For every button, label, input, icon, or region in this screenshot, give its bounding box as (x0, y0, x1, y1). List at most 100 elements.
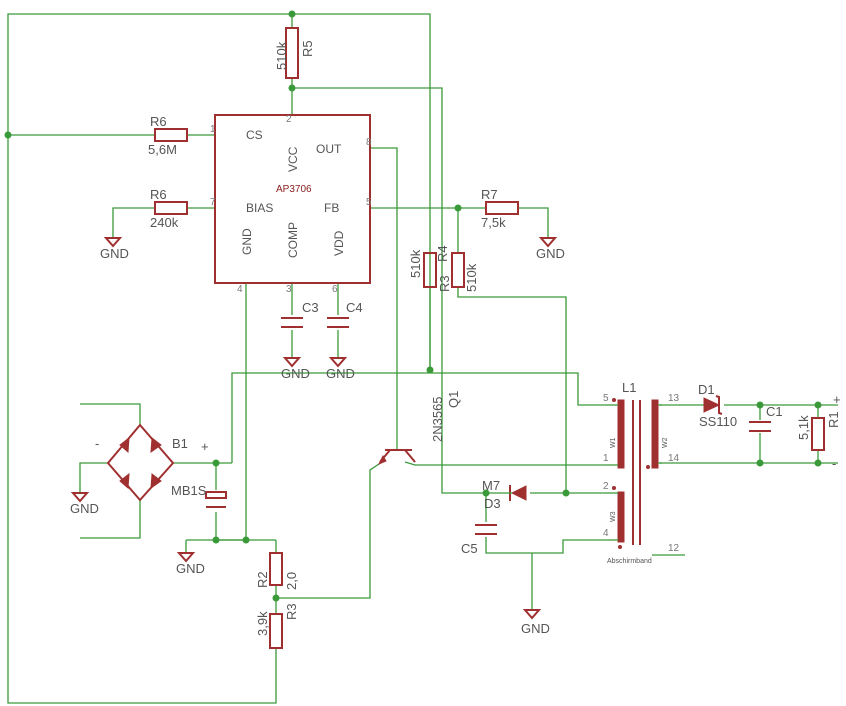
shield-label: Abschirmband (607, 558, 652, 565)
ic-pin-fb-label: FB (324, 201, 339, 215)
wire-emitter (276, 459, 386, 599)
resistor-r2: R2 2,0 (255, 552, 299, 590)
diode-d3: M7 D3 (482, 478, 527, 511)
transformer-pin-number: 4 (603, 528, 609, 539)
winding-dot-icon (646, 465, 650, 469)
wire-bridge-minus (79, 462, 108, 493)
wires (7, 13, 838, 704)
ground-label: GND (100, 246, 129, 261)
wire-r4-aux (457, 287, 567, 493)
resistor-r5: 510k R5 (274, 27, 315, 79)
ground-gnd-aux: GND (521, 609, 550, 636)
winding-label: W1 (610, 437, 617, 448)
resistor-r6a: R6 5,6M (148, 114, 188, 157)
resistor-value: 3,9k (255, 611, 270, 636)
diode-icon (703, 397, 721, 413)
diode-name: D3 (484, 496, 501, 511)
transformer-pin-number: 12 (668, 543, 680, 554)
bridge-name: B1 (172, 436, 188, 451)
ic-pin-gnd-label: GND (240, 228, 254, 255)
junction-dot (242, 536, 250, 544)
diode-icon (510, 485, 527, 501)
diode-icon (119, 436, 130, 454)
resistor-r6b: R6 240k (150, 187, 188, 230)
diode-bar (715, 395, 723, 415)
resistor-name: R3 (437, 275, 452, 292)
junction-dot (4, 131, 12, 139)
transistor-collector (404, 449, 416, 463)
junctions (4, 10, 822, 602)
ground-gnd-bridge: GND (70, 492, 99, 516)
ground-icon (522, 609, 542, 620)
ic-pin-vcc-label: VCC (286, 146, 300, 172)
ic-ap3706: AP3706 CS BIAS OUT FB VCC GND COMP VDD 1… (210, 114, 372, 295)
capacitor-name: C5 (461, 541, 478, 556)
wire-r6b-gnd (112, 207, 155, 238)
output-minus-label: - (832, 456, 836, 471)
wire-ac1 (80, 403, 141, 425)
capacitor-name: C4 (346, 300, 363, 315)
resistor-body (269, 613, 283, 649)
wire-ac2 (80, 500, 141, 539)
junction-dot (288, 10, 296, 18)
winding-label: W2 (662, 437, 669, 448)
winding-w3 (617, 491, 625, 543)
capacitor-plate (205, 491, 227, 499)
ground-gnd-mb1s: GND (176, 552, 205, 576)
diode-icon (119, 472, 130, 490)
ground-label: GND (70, 501, 99, 516)
junction-dot (756, 401, 764, 409)
capacitor-c4: C4 (327, 300, 363, 328)
transistor-value: 2N3565 (430, 396, 445, 442)
ic-pin-number: 7 (210, 197, 216, 208)
capacitor-c3: C3 (281, 300, 319, 328)
ground-icon (538, 237, 558, 248)
junction-dot (426, 366, 434, 374)
transformer-pin-number: 2 (603, 481, 609, 492)
bridge-rectifier-b1: B1 - + (95, 423, 209, 502)
ground-label: GND (281, 366, 310, 381)
resistor-name: R7 (481, 187, 498, 202)
capacitor-mb1s: MB1S (171, 483, 227, 508)
winding-dot-icon (612, 398, 616, 402)
resistor-r3b: 3,9k R3 (255, 603, 299, 649)
ic-name: AP3706 (276, 184, 312, 195)
resistor-value: 510k (464, 263, 479, 292)
bridge-outline (106, 423, 175, 502)
ic-pin-number: 5 (366, 197, 372, 208)
junction-dot (814, 459, 822, 467)
wire-r7-gnd (518, 207, 549, 238)
bridge-plus-label: + (201, 439, 209, 454)
ic-pin-cs-label: CS (246, 128, 263, 142)
ground-icon (176, 552, 196, 563)
ic-pin-number: 6 (332, 284, 338, 295)
resistor-name: R2 (255, 571, 270, 588)
resistor-name: R6 (150, 114, 167, 129)
wire-hv-rail (231, 372, 606, 463)
ic-pin-bias-label: BIAS (246, 201, 273, 215)
resistor-value: 5,1k (796, 415, 811, 440)
junction-dot (814, 401, 822, 409)
ground-label: GND (176, 561, 205, 576)
diode-value: M7 (482, 478, 500, 493)
resistor-body (811, 417, 825, 451)
wire-left-bus (7, 135, 277, 704)
transformer-pin-number: 5 (603, 393, 609, 404)
resistor-r1: 5,1k R1 (796, 411, 841, 451)
junction-dot (756, 459, 764, 467)
capacitor-name: C1 (766, 404, 783, 419)
transformer-pin-number: 1 (603, 453, 609, 464)
diode-d1: D1 SS110 (698, 382, 737, 429)
bridge-minus-label: - (95, 436, 99, 451)
ground-icon (328, 357, 348, 368)
ic-pin-number: 8 (366, 137, 372, 148)
diode-name: D1 (698, 382, 715, 397)
capacitor-c5: C5 (461, 524, 497, 556)
ground-icon (70, 492, 90, 503)
ic-pin-out-label: OUT (316, 142, 342, 156)
winding-label: W3 (610, 511, 617, 522)
wire-aux-bottom (485, 537, 606, 554)
junction-dot (454, 204, 462, 212)
ic-pin-number: 2 (286, 114, 292, 125)
diode-value: SS110 (699, 414, 737, 429)
